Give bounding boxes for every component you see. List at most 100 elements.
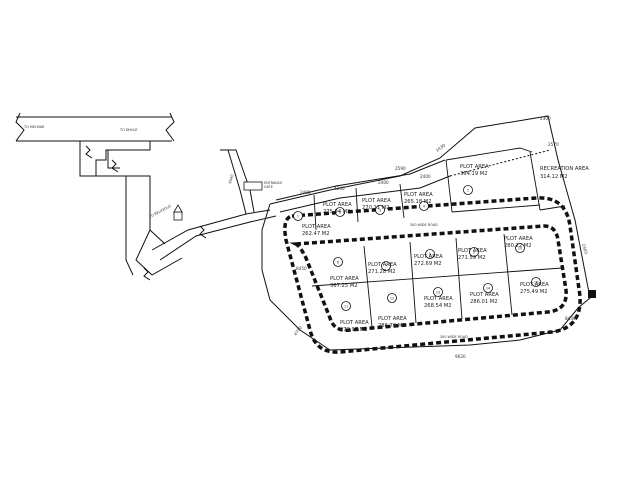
side-road-label: TO RELIGIOUS	[148, 204, 172, 219]
plot-number: 10	[518, 247, 522, 251]
dim-misc-a: 8450	[296, 266, 307, 271]
plot-number-circle	[335, 207, 345, 217]
dim-row-1: 2400	[300, 190, 311, 195]
plot-number: 3	[379, 209, 381, 213]
plot-area-label: PLOT AREA	[460, 164, 489, 170]
plot-number-circle	[341, 301, 351, 311]
gate-label-1: ENTRANCE	[264, 181, 282, 185]
plot-area-value: 280.22 M2	[504, 243, 532, 249]
plot-number-circle	[419, 201, 429, 211]
road-label-right: TO DHULE	[119, 128, 138, 132]
plot-area-value: 271.28 M2	[368, 269, 396, 275]
plot-area-value: 367.25 M2	[330, 283, 358, 289]
plot-number-circle	[293, 211, 303, 221]
plot-area-value: 272.69 M2	[414, 261, 442, 267]
plot-number-circle	[483, 283, 493, 293]
plot-area-label: PLOT AREA	[378, 316, 407, 322]
plot-number: 2	[339, 211, 341, 215]
plot-area-value: 275.94 M2	[323, 209, 351, 215]
temple-icon	[173, 204, 183, 221]
plot-number: 4	[423, 205, 425, 209]
nh-road-label: ROAD	[228, 173, 235, 184]
gate-icon	[243, 181, 263, 191]
plot-number-circle	[515, 243, 525, 253]
plot-number: 5	[467, 189, 469, 193]
entrance-gate: ENTRANCE GATE	[243, 181, 282, 191]
plot-area-value: 286.01 M2	[470, 299, 498, 305]
plot-number: 7	[385, 265, 387, 269]
dim-top-1: 2300	[540, 116, 551, 121]
corner-marker	[588, 290, 596, 298]
plot-area-value: 364.19 M2	[460, 171, 488, 177]
plot-number: 1	[297, 215, 299, 219]
inner-plot-grid	[311, 233, 563, 328]
plot-number: 15	[534, 281, 538, 285]
plot-number: 11	[344, 305, 348, 309]
plot-area-value: 271.59 M2	[458, 255, 486, 261]
plot-area-label: PLOT AREA	[470, 292, 499, 298]
plot-area-label: PLOT AREA	[520, 282, 549, 288]
dim-row-4: 2400	[420, 174, 431, 179]
plot-area-label: PLOT AREA	[323, 202, 352, 208]
plot-area-value: 275.49 M2	[520, 289, 548, 295]
plot-number: 9	[473, 251, 475, 255]
plot-area-label: PLOT AREA	[504, 236, 533, 242]
plot-area-label: PLOT AREA	[362, 198, 391, 204]
plot-number-circle	[387, 293, 397, 303]
gate-label-2: GATE	[264, 185, 273, 189]
dim-row-3: 2400	[378, 180, 389, 185]
site-boundary	[261, 115, 591, 351]
dim-left: 4790	[293, 325, 303, 337]
plot-number-circle	[375, 205, 385, 215]
plot-area-label: PLOT AREA	[302, 224, 331, 230]
approach-roads	[15, 112, 277, 276]
plot-area-value: 286.79 M2	[378, 323, 406, 329]
plot-number: 13	[436, 291, 440, 295]
plot-number: 8	[429, 253, 431, 257]
dim-top-4: 2570	[548, 142, 559, 147]
plot-area-value: 268.54 M2	[424, 303, 452, 309]
dim-row-2: 4240	[334, 186, 345, 191]
plot-number: 14	[486, 287, 490, 291]
plot-area-label: PLOT AREA	[414, 254, 443, 260]
plot-area-value: 262.47 M2	[302, 231, 330, 237]
plot-area-value: 272.97 M2	[340, 327, 368, 333]
plot-number-circle	[531, 277, 541, 287]
dim-top-3: 2590	[395, 166, 406, 171]
plot-number-circle	[333, 257, 343, 267]
dim-right: 2300	[581, 243, 589, 255]
plot-area-label: PLOT AREA	[424, 296, 453, 302]
dim-bottom: 9620	[455, 354, 466, 359]
plot-number-circle	[425, 249, 435, 259]
plot-number-circle	[433, 287, 443, 297]
plot-number: 12	[390, 297, 394, 301]
road-break-symbols	[85, 145, 207, 281]
plot-area-value: 270.11 M2	[362, 205, 390, 211]
recreation-value: 314.12 M2	[540, 174, 568, 180]
dim-top-2: 1430	[435, 142, 447, 152]
inner-road-loop	[283, 196, 582, 354]
plot-area-label: PLOT AREA	[330, 276, 359, 282]
dim-misc-b: 8430	[565, 316, 576, 321]
plot-number: 6	[337, 261, 339, 265]
inner-road-top-label: 300 WIDE ROAD	[410, 223, 438, 227]
plot-number-circle	[469, 247, 479, 257]
plot-area-label: PLOT AREA	[368, 262, 397, 268]
